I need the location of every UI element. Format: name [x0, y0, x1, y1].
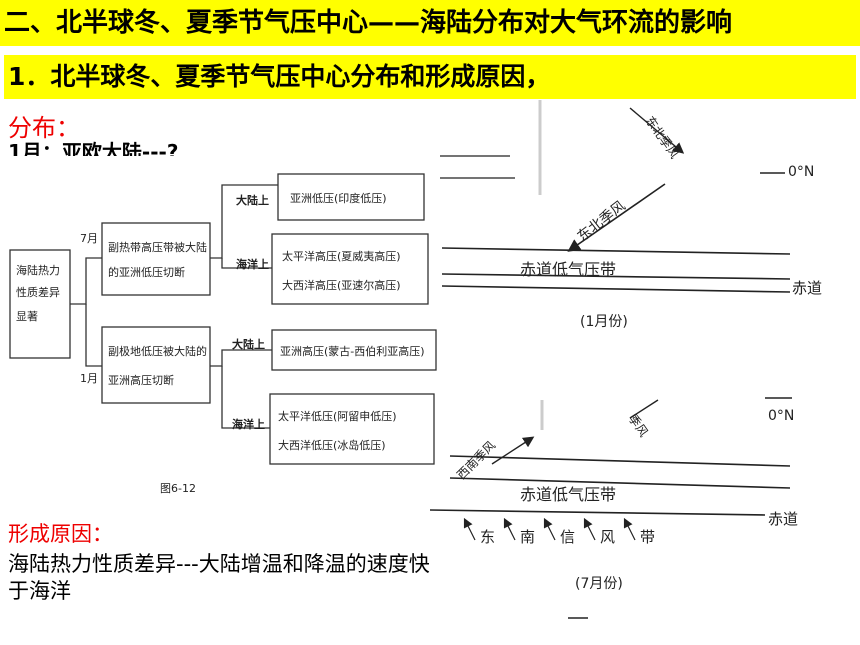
- jan-lat-label: 0°N: [788, 164, 814, 180]
- jan-monsoon-top: 东北季风: [643, 114, 682, 161]
- pressure-flowchart: 海陆热力 性质差异 显著 7月 1月 副热带高压带被大陆 的亚洲低压切断 副极地…: [9, 173, 437, 495]
- jan-label: 1月: [80, 372, 98, 385]
- july-node-text-1: 副热带高压带被大陆: [108, 240, 207, 254]
- jan-land-label: 大陆上: [232, 337, 265, 351]
- jan-ne-monsoon: 东北季风: [575, 198, 629, 245]
- july-node-text-2: 的亚洲低压切断: [108, 265, 185, 279]
- jul-lat-label: 0°N: [768, 408, 794, 424]
- jan-node-text-1: 副极地低压被大陆的: [108, 344, 207, 358]
- january-question: 1月：亚欧大陆---?: [8, 140, 179, 156]
- july-land-box: [277, 173, 425, 221]
- jan-ocean-text-1: 太平洋低压(阿留申低压): [278, 409, 397, 423]
- july-ocean-label: 海洋上: [236, 257, 269, 271]
- trade-wind-char: 信: [560, 528, 575, 546]
- root-node-text-2: 性质差异: [16, 285, 60, 299]
- trade-wind-char: 带: [640, 528, 655, 546]
- jan-caption: (1月份): [580, 314, 628, 330]
- jul-monsoon-top: 季风: [626, 412, 651, 440]
- figure-caption: 图6-12: [160, 482, 196, 495]
- root-node-text-3: 显著: [16, 309, 38, 323]
- jul-low-belt: 赤道低气压带: [520, 485, 616, 504]
- jul-sw-monsoon: 西南季风: [454, 438, 499, 483]
- cause-label: 形成原因：: [8, 522, 113, 546]
- slide-title: 二、北半球冬、夏季节气压中心——海陆分布对大气环流的影响: [0, 0, 860, 46]
- jan-ocean-label: 海洋上: [232, 417, 265, 431]
- root-node-text-1: 海陆热力: [16, 263, 60, 277]
- jan-equator: 赤道: [792, 279, 822, 297]
- july-ocean-text-1: 太平洋高压(夏威夷高压): [282, 249, 401, 263]
- trade-wind-char: 东: [480, 528, 495, 546]
- july-land-text: 亚洲低压(印度低压): [290, 191, 387, 205]
- jan-land-box: [271, 329, 437, 371]
- wind-belt-map: 0°N 东北季风 东北季风 赤道低气压带 赤道 (1月份) 0°N 季风 西南季…: [429, 100, 822, 619]
- july-label: 7月: [80, 232, 98, 245]
- root-node-box: [9, 249, 71, 359]
- cause-text: 海陆热力性质差异---大陆增温和降温的速度快于海洋: [8, 552, 430, 603]
- jan-ocean-box: [269, 393, 435, 465]
- july-land-label: 大陆上: [236, 193, 269, 207]
- jan-node-text-2: 亚洲高压切断: [108, 373, 174, 387]
- jan-node-box: [101, 326, 211, 404]
- distribution-label: 分布：: [8, 114, 80, 142]
- july-ocean-text-2: 大西洋高压(亚速尔高压): [282, 278, 401, 292]
- jul-caption: (7月份): [575, 576, 623, 592]
- section-heading: 1．北半球冬、夏季节气压中心分布和形成原因，: [4, 55, 856, 99]
- jan-land-text: 亚洲高压(蒙古-西伯利亚高压): [280, 344, 425, 358]
- jan-low-belt: 赤道低气压带: [520, 260, 616, 279]
- july-node-box: [101, 222, 211, 296]
- trade-wind-char: 南: [520, 528, 535, 546]
- trade-wind-char: 风: [600, 528, 615, 546]
- jul-equator: 赤道: [768, 510, 798, 528]
- july-ocean-box: [271, 233, 429, 305]
- jan-ocean-text-2: 大西洋低压(冰岛低压): [278, 438, 386, 452]
